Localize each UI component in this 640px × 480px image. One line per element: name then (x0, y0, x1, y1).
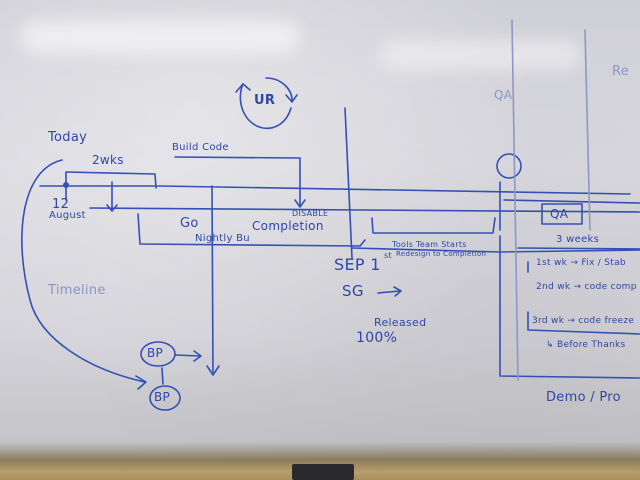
completion-bracket (137, 213, 366, 247)
two-weeks-bracket (65, 171, 157, 189)
bp-label: BP (147, 346, 164, 360)
build-code-label: Build Code (172, 142, 229, 153)
percent-label: 100% (356, 330, 398, 346)
redesign-label: Redesign to Completion (396, 250, 487, 258)
qa-box-label: QA (550, 207, 569, 221)
completion-label: Completion (252, 219, 324, 233)
qa-top-label: QA (494, 88, 513, 102)
bp-label: BP (154, 390, 171, 404)
phase-item: 2nd wk → code comp (536, 282, 637, 292)
sep-date-label: SEP 1 (334, 255, 381, 274)
ur-cycle (239, 83, 292, 130)
separator-line (344, 107, 353, 259)
timeline-faint-label: Timeline (48, 283, 106, 298)
date-month-label: August (49, 210, 86, 221)
timeline-line (39, 185, 631, 195)
phase-item: 1st wk → Fix / Stab (536, 258, 626, 268)
qa-box (541, 203, 583, 225)
released-label: Released (374, 316, 427, 329)
demo-label: Demo / Pro (546, 390, 621, 405)
ur-label: UR (254, 93, 276, 108)
corner-label: Re (612, 64, 630, 79)
bp-circle (149, 385, 181, 411)
tools-team-bracket (371, 217, 496, 234)
nightly-build-line (211, 185, 214, 373)
today-label: Today (48, 130, 88, 145)
phase-item: ↳ Before Thanks (546, 340, 626, 350)
go-label: Go (180, 216, 199, 231)
curved-arrow (21, 159, 146, 383)
tools-team-label: Tools Team Starts (392, 240, 467, 249)
sep-date-suffix: st (384, 251, 392, 260)
date-day-label: 12 (52, 197, 70, 212)
sg-label: SG (342, 282, 364, 300)
phase-list-box (499, 235, 640, 379)
nightly-build-label: Nightly Bu (195, 233, 250, 244)
phase-item: 3rd wk → code freeze (532, 316, 635, 326)
build-code-arrow (174, 156, 301, 206)
two-weeks-label: 2wks (92, 153, 124, 167)
tray-clip (292, 464, 354, 480)
qa-circle (496, 153, 522, 179)
bp-circle (140, 341, 176, 367)
light-glare (380, 40, 580, 70)
disable-label: DISABLE (292, 209, 329, 218)
light-glare (20, 20, 300, 54)
three-weeks-label: 3 weeks (556, 234, 600, 245)
timeline-lower-line (89, 207, 640, 213)
